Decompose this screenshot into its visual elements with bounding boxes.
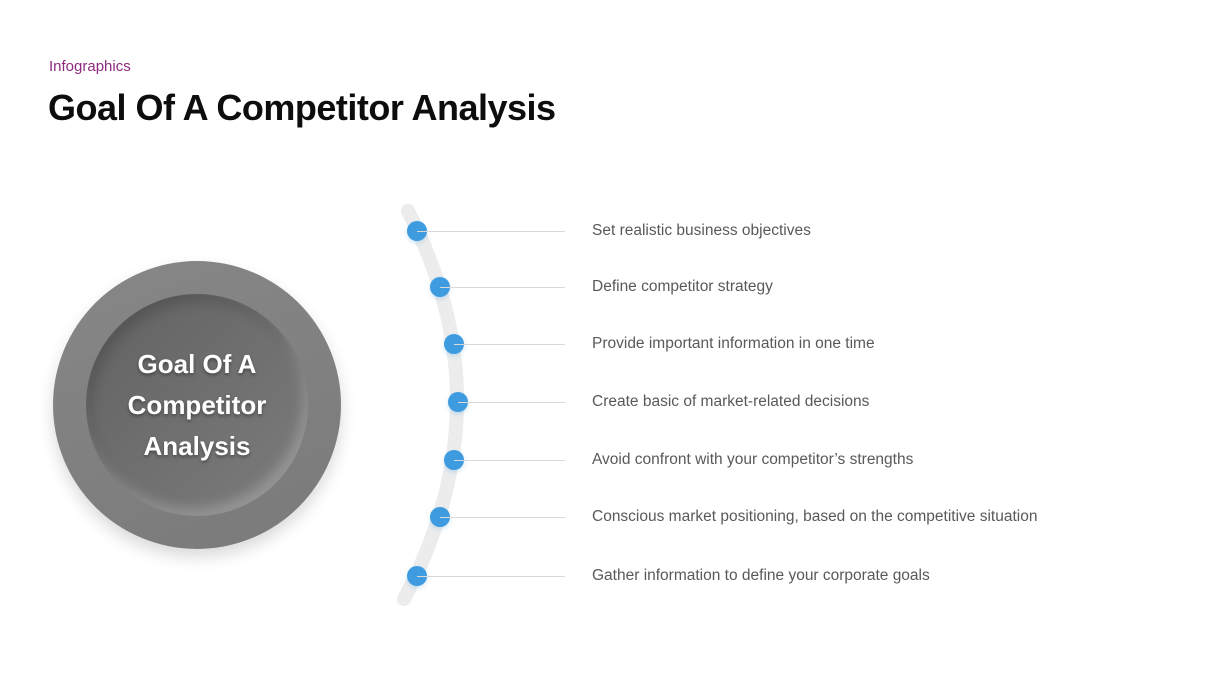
timeline-item-label: Conscious market positioning, based on t… [592, 508, 1038, 525]
timeline-item-label: Set realistic business objectives [592, 222, 811, 239]
timeline-item-label: Provide important information in one tim… [592, 335, 875, 352]
timeline-item-label: Define competitor strategy [592, 278, 773, 295]
timeline-item-label: Gather information to define your corpor… [592, 567, 930, 584]
page-title: Goal Of A Competitor Analysis [48, 87, 556, 128]
timeline-arc [397, 204, 464, 606]
timeline-item-label: Avoid confront with your competitor’s st… [592, 451, 914, 468]
goal-circle-inner: Goal Of A Competitor Analysis [86, 294, 308, 516]
arc-curve [397, 204, 464, 606]
timeline-item-label: Create basic of market-related decisions [592, 393, 870, 410]
circle-title-line-2: Competitor [127, 389, 267, 420]
goal-circle: Goal Of A Competitor Analysis [53, 261, 341, 549]
circle-title-line-3: Analysis [143, 430, 251, 461]
circle-title: Goal Of A Competitor Analysis [128, 344, 267, 467]
eyebrow-label: Infographics [49, 58, 131, 75]
circle-title-line-1: Goal Of A [137, 348, 257, 379]
